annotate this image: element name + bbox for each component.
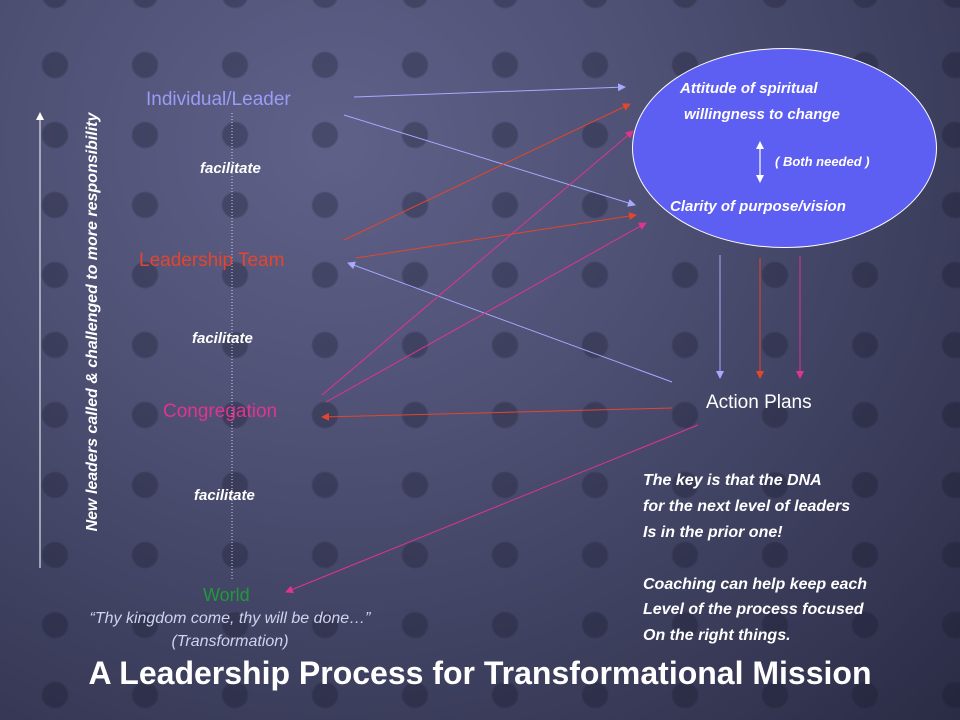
node-leadership-team: Leadership Team xyxy=(139,250,285,271)
ellipse-line-willingness: willingness to change xyxy=(684,106,840,123)
arrow-congregation-to-attitude xyxy=(321,130,634,396)
facilitate-label-2: facilitate xyxy=(192,330,253,347)
arrow-action-to-congregation xyxy=(321,407,673,421)
ellipse-both-needed: ( Both needed ) xyxy=(775,154,870,169)
facilitate-label-3: facilitate xyxy=(194,487,255,504)
vision-ellipse xyxy=(632,48,937,248)
arrow-action-to-world xyxy=(285,424,699,594)
vertical-label: New leaders called & challenged to more … xyxy=(84,112,101,532)
arrow-team-to-attitude xyxy=(343,103,631,241)
note-line-6: On the right things. xyxy=(643,627,791,644)
node-congregation: Congregation xyxy=(163,401,278,422)
arrow-team-to-clarity xyxy=(355,212,637,259)
note-line-2: for the next level of leaders xyxy=(643,498,851,515)
note-line-3: Is in the prior one! xyxy=(643,524,783,541)
arrow-individual-to-attitude xyxy=(353,83,626,98)
ellipse-line-attitude: Attitude of spiritual xyxy=(680,80,818,97)
slide-title: A Leadership Process for Transformationa… xyxy=(88,655,872,691)
node-individual-leader: Individual/Leader xyxy=(146,89,291,110)
quote-line-2: (Transformation) xyxy=(171,633,289,650)
facilitate-label-1: facilitate xyxy=(200,160,261,177)
arrow-action-to-team xyxy=(347,261,673,383)
note-line-1: The key is that the DNA xyxy=(643,472,822,489)
node-world: World xyxy=(203,585,250,605)
note-line-5: Level of the process focused xyxy=(643,601,864,618)
arrow-congregation-to-clarity xyxy=(325,222,647,403)
arrow-individual-to-clarity xyxy=(343,114,636,207)
action-plans-label: Action Plans xyxy=(706,392,812,413)
quote-line-1: “Thy kingdom come, thy will be done…” xyxy=(89,610,371,627)
ellipse-line-clarity: Clarity of purpose/vision xyxy=(670,198,846,215)
note-line-4: Coaching can help keep each xyxy=(643,576,868,593)
